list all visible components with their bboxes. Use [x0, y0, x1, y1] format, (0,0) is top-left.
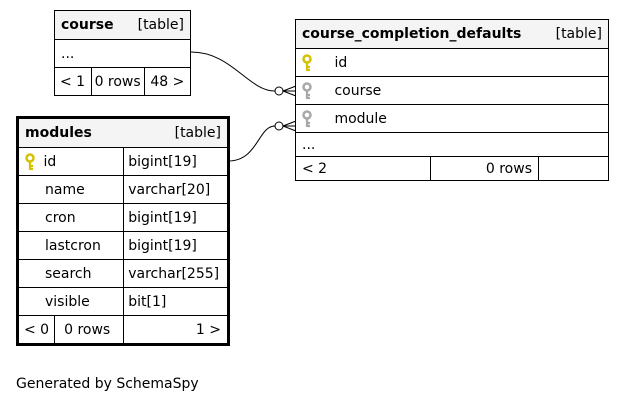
- modules-table-header[interactable]: modules [table]: [18, 118, 228, 148]
- modules-table[interactable]: modules [table] id bigint[19] name varch…: [16, 116, 230, 346]
- table-tag: [table]: [174, 125, 221, 141]
- ccd-row-count: 0 rows: [430, 156, 539, 181]
- edge-modules-to-ccd-module: [227, 125, 276, 162]
- course-table[interactable]: course [table] ... < 1 0 rows 48 >: [54, 10, 191, 96]
- column-name: visible: [17, 287, 125, 316]
- edge-module-optional-marker: [274, 121, 284, 131]
- column-name: search: [17, 259, 125, 288]
- course-completion-defaults-table[interactable]: course_completion_defaults [table] id co…: [295, 19, 609, 181]
- column-type: bigint[19]: [123, 147, 228, 176]
- course-ellipsis: ...: [54, 39, 191, 68]
- column-type: varchar[255]: [123, 259, 228, 288]
- modules-prev-count: < 0: [17, 315, 56, 344]
- table-row[interactable]: course: [295, 76, 609, 105]
- table-row[interactable]: cron bigint[19]: [17, 203, 228, 232]
- course-table-header[interactable]: course [table]: [54, 10, 191, 40]
- foreign-key-icon: [302, 81, 312, 99]
- course-next-count: 48 >: [144, 67, 191, 96]
- column-type: bit[1]: [123, 287, 228, 316]
- edge-course-to-ccd-course: [190, 51, 276, 92]
- modules-row-count: 0 rows: [54, 315, 125, 344]
- column-type: bigint[19]: [123, 231, 228, 260]
- column-name: course: [334, 82, 382, 99]
- table-row[interactable]: visible bit[1]: [17, 287, 228, 316]
- table-name: modules: [25, 125, 92, 141]
- table-tag: [table]: [555, 26, 602, 42]
- generated-by-footer: Generated by SchemaSpy: [16, 376, 199, 392]
- edge-course-crowfoot: [282, 85, 297, 97]
- table-row[interactable]: id bigint[19]: [17, 147, 228, 176]
- modules-next-count: 1 >: [123, 315, 228, 344]
- ccd-prev-count: < 2: [295, 156, 431, 181]
- column-name: cron: [17, 203, 125, 232]
- column-name: module: [334, 110, 387, 127]
- column-name: id: [334, 54, 348, 71]
- course-row-count: 0 rows: [90, 67, 146, 96]
- column-name: lastcron: [17, 231, 125, 260]
- table-row[interactable]: search varchar[255]: [17, 259, 228, 288]
- table-row[interactable]: module: [295, 104, 609, 133]
- table-row[interactable]: id: [295, 48, 609, 77]
- edge-module-crowfoot: [282, 120, 297, 132]
- column-name: name: [17, 175, 125, 204]
- ccd-ellipsis: ...: [295, 132, 609, 157]
- foreign-key-icon: [302, 109, 312, 127]
- column-name: id: [43, 153, 57, 170]
- primary-key-icon: [25, 152, 35, 170]
- course-prev-count: < 1: [54, 67, 92, 96]
- primary-key-icon: [302, 53, 312, 71]
- column-type: varchar[20]: [123, 175, 228, 204]
- ccd-next-count: [538, 156, 609, 181]
- edge-course-optional-marker: [274, 86, 284, 96]
- table-row[interactable]: name varchar[20]: [17, 175, 228, 204]
- table-row[interactable]: lastcron bigint[19]: [17, 231, 228, 260]
- table-tag: [table]: [137, 17, 184, 33]
- table-name: course_completion_defaults: [302, 26, 522, 42]
- ccd-table-header[interactable]: course_completion_defaults [table]: [295, 19, 609, 49]
- column-type: bigint[19]: [123, 203, 228, 232]
- table-name: course: [61, 17, 114, 33]
